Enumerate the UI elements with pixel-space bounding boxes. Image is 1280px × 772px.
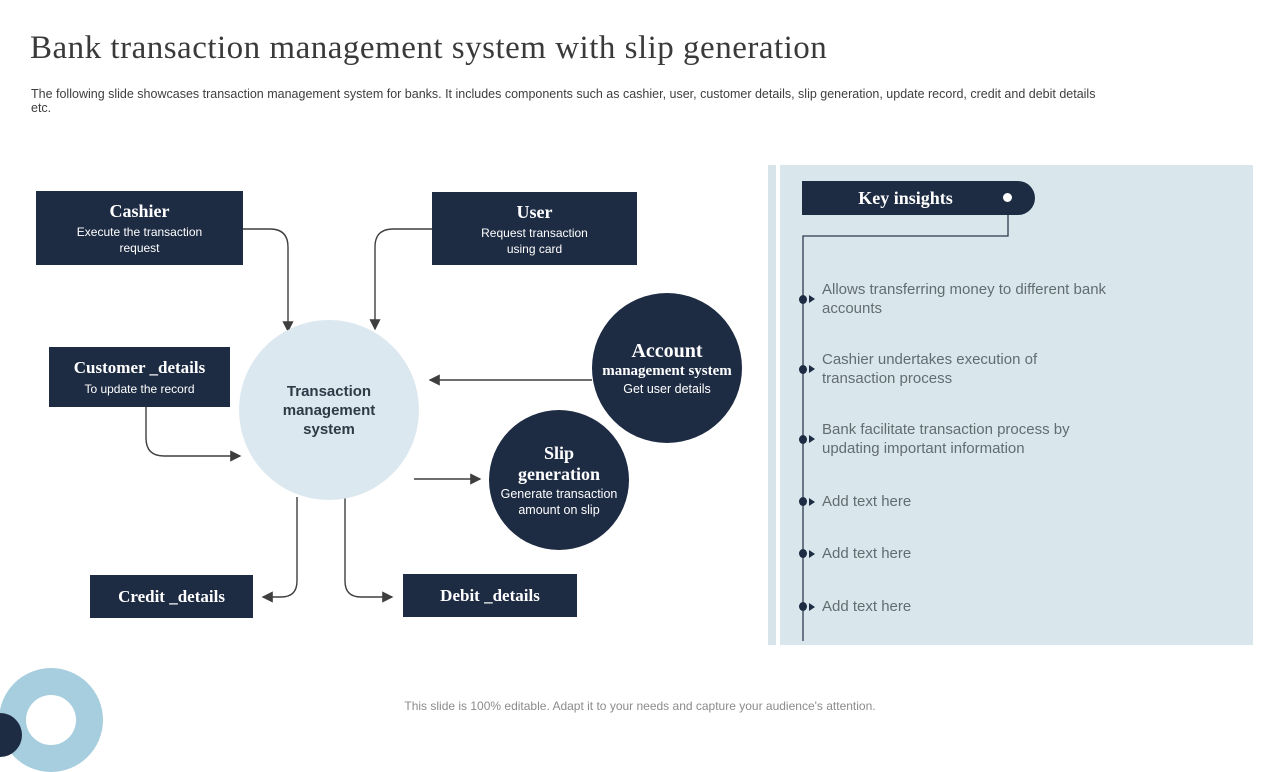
insight-text: Cashier undertakes execution of transact… (822, 351, 1038, 387)
decorative-ring-hole (26, 695, 76, 745)
bullet-arrow-icon (809, 365, 815, 373)
insight-text: Allows transferring money to different b… (822, 281, 1107, 317)
node-cashier: Cashier Execute the transaction request (36, 191, 243, 265)
bullet-dot-icon (799, 364, 807, 374)
slide-description: The following slide showcases transactio… (31, 87, 1096, 115)
node-debit-title: Debit _details (440, 585, 540, 605)
insight-item: Allows transferring money to different b… (792, 280, 1107, 318)
node-user-subtitle: Request transaction using card (481, 225, 588, 256)
bullet-marker (792, 602, 815, 611)
bullet-dot-icon (799, 602, 807, 611)
node-debit-details: Debit _details (403, 574, 577, 617)
insights-header-label: Key insights (858, 187, 953, 208)
bullet-dot-icon (799, 294, 807, 304)
insights-header-pill: Key insights (802, 181, 1035, 215)
slip-title-line1: Slip (543, 442, 575, 463)
insight-text: Bank facilitate transaction process by u… (822, 421, 1070, 457)
node-account-management-system: Account management system Get user detai… (592, 293, 742, 443)
center-circle-title: Transaction management system (282, 382, 376, 438)
bullet-marker (792, 364, 815, 374)
arrow-cashier-to-center (243, 228, 294, 333)
bullet-marker (792, 294, 815, 304)
node-cashier-subtitle: Execute the transaction request (76, 225, 203, 255)
node-slip-generation: Slip generation Generate transaction amo… (489, 410, 629, 550)
bullet-dot-icon (799, 549, 807, 558)
footer-note: This slide is 100% editable. Adapt it to… (404, 699, 876, 713)
bullet-marker (792, 549, 815, 558)
bullet-arrow-icon (809, 435, 815, 443)
account-subtitle: Get user details (623, 381, 711, 396)
insight-text: Add text here (822, 493, 912, 510)
bullet-marker (792, 497, 815, 506)
node-user: User Request transaction using card (432, 192, 637, 265)
bullet-dot-icon (799, 497, 807, 506)
account-title-line1: Account (631, 339, 703, 362)
slip-title-line2: generation (518, 463, 600, 484)
bullet-marker (792, 434, 815, 444)
node-user-title: User (516, 201, 553, 222)
insight-item: Add text here (792, 544, 1107, 563)
bullet-arrow-icon (809, 295, 815, 303)
insight-item: Cashier undertakes execution of transact… (792, 350, 1107, 388)
page-title: Bank transaction management system with … (30, 30, 828, 66)
bullet-arrow-icon (809, 549, 815, 558)
node-transaction-management-system: Transaction management system (239, 320, 419, 500)
node-customer-details: Customer _details To update the record (49, 347, 230, 407)
arrow-center-to-credit (261, 497, 298, 603)
insights-panel (780, 165, 1253, 645)
bullet-arrow-icon (809, 602, 815, 611)
insights-panel-stripe (768, 165, 776, 645)
insight-text: Add text here (822, 545, 912, 562)
account-title-line2: management system (602, 362, 732, 379)
arrow-customer-to-center (145, 407, 242, 462)
bullet-dot-icon (799, 434, 807, 444)
node-credit-title: Credit _details (118, 586, 225, 606)
node-credit-details: Credit _details (90, 575, 253, 618)
insight-item: Add text here (792, 492, 1107, 511)
insight-text: Add text here (822, 598, 912, 615)
node-customer-title: Customer _details (73, 358, 206, 377)
node-cashier-title: Cashier (109, 201, 170, 221)
pill-dot-icon (1003, 193, 1012, 202)
arrow-center-to-debit (344, 497, 394, 603)
slip-subtitle: Generate transaction amount on slip (500, 486, 618, 517)
arrow-user-to-center (369, 228, 432, 331)
insight-item: Bank facilitate transaction process by u… (792, 420, 1107, 458)
insight-item: Add text here (792, 597, 1107, 616)
bullet-arrow-icon (809, 497, 815, 506)
node-customer-subtitle: To update the record (84, 382, 195, 396)
